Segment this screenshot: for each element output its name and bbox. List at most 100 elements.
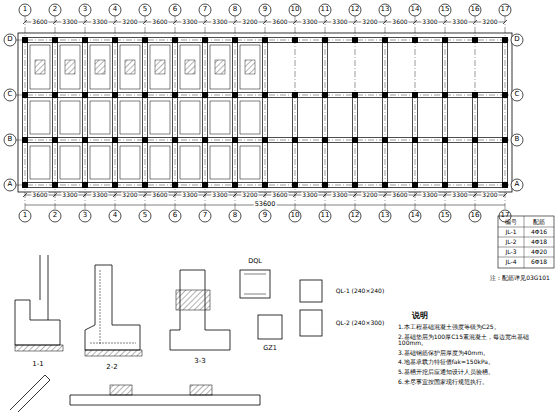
axis-bubble — [19, 4, 31, 16]
note-line: 4.地基承载力特征值fak=150kPa。 — [398, 359, 550, 366]
column — [172, 182, 178, 188]
dimension-tick — [83, 193, 87, 197]
ground-beam — [502, 40, 503, 185]
column — [262, 37, 268, 43]
ground-beam — [147, 40, 148, 185]
cap-detail — [190, 385, 212, 395]
dimension-tick — [233, 193, 237, 197]
column — [322, 92, 328, 98]
dimension: 3300 — [61, 19, 78, 26]
ground-beam — [507, 40, 508, 185]
axis-bubble — [319, 4, 331, 16]
axis-bubble — [4, 34, 16, 46]
footing-pad — [150, 101, 170, 134]
axis-number: 3 — [83, 6, 87, 14]
note-line: 1.本工程基础混凝土强度等级为C25。 — [398, 324, 550, 331]
column — [22, 137, 28, 143]
wall-line — [40, 255, 41, 300]
dimension: 3300 — [211, 19, 228, 26]
dimension-tick — [473, 20, 477, 24]
total-dimension: 53600 — [254, 201, 277, 208]
detail-label: QL-1 (240×240) — [335, 288, 385, 295]
ring-beam — [176, 290, 210, 310]
detail-label: DQL — [247, 258, 263, 265]
column — [322, 182, 328, 188]
axis-bubble — [469, 210, 481, 222]
axis-number: 8 — [233, 212, 237, 220]
dimension-tick — [113, 193, 117, 197]
footing-section — [15, 300, 60, 345]
column — [472, 37, 478, 43]
note-line: 5.基槽开挖后应通知设计人员验槽。 — [398, 369, 550, 376]
dimension: 3300 — [451, 19, 468, 26]
axis-line — [175, 16, 176, 210]
axis-letter: D — [7, 36, 12, 44]
table-cell: 4Φ18 — [531, 239, 547, 246]
axis-number: 5 — [143, 6, 147, 14]
axis-bubble — [229, 210, 241, 222]
rebar — [90, 343, 136, 344]
column — [52, 92, 58, 98]
pile-cap — [125, 60, 135, 74]
column — [352, 182, 358, 188]
column — [262, 137, 268, 143]
dimension: 3300 — [181, 192, 198, 199]
ground-beam — [202, 40, 203, 185]
column — [22, 92, 28, 98]
axis-number: 2 — [53, 6, 57, 14]
footing-pad — [60, 45, 80, 89]
table-rule — [498, 227, 554, 228]
dimension: 3600 — [391, 19, 408, 26]
dimension: 3300 — [61, 192, 78, 199]
table-cell: JL-1 — [506, 229, 517, 236]
footing-pad — [210, 45, 230, 89]
axis-number: 9 — [263, 212, 267, 220]
dimension: 3300 — [91, 192, 108, 199]
footing-section — [85, 265, 140, 350]
column — [232, 137, 238, 143]
axis-bubble — [139, 4, 151, 16]
axis-number: 6 — [173, 212, 177, 220]
dimension: 3600 — [151, 192, 168, 199]
axis-number: 3 — [83, 212, 87, 220]
column — [82, 92, 88, 98]
dimension: 3300 — [451, 192, 468, 199]
axis-number: 15 — [441, 212, 450, 220]
pile-cap — [95, 60, 105, 74]
column — [352, 37, 358, 43]
column — [262, 92, 268, 98]
column — [82, 137, 88, 143]
axis-number: 7 — [203, 212, 207, 220]
footing-pad — [240, 146, 260, 179]
dimension-tick — [503, 193, 507, 197]
axis-bubble — [199, 4, 211, 16]
axis-bubble — [49, 4, 61, 16]
axis-line — [265, 16, 266, 210]
axis-bubble — [259, 210, 271, 222]
dimension: 3200 — [481, 192, 498, 199]
ground-beam — [177, 40, 178, 185]
dimension-tick — [383, 20, 387, 24]
axis-bubble — [79, 210, 91, 222]
dimension-tick — [503, 20, 507, 24]
axis-bubble — [229, 4, 241, 16]
dimension-tick — [83, 20, 87, 24]
column — [502, 37, 508, 43]
ground-beam — [22, 40, 23, 185]
dimension-tick — [113, 20, 117, 24]
dimension-tick — [263, 193, 267, 197]
column — [472, 182, 478, 188]
column — [232, 182, 238, 188]
column — [202, 92, 208, 98]
column — [292, 182, 298, 188]
ground-beam — [52, 40, 53, 185]
dimension-tick — [293, 20, 297, 24]
axis-bubble — [379, 210, 391, 222]
dimension-tick — [23, 20, 27, 24]
column — [112, 182, 118, 188]
table-cell: JL-3 — [506, 249, 517, 256]
dimension-tick — [173, 20, 177, 24]
column — [172, 37, 178, 43]
axis-bubble — [199, 210, 211, 222]
ground-beam — [142, 40, 143, 185]
